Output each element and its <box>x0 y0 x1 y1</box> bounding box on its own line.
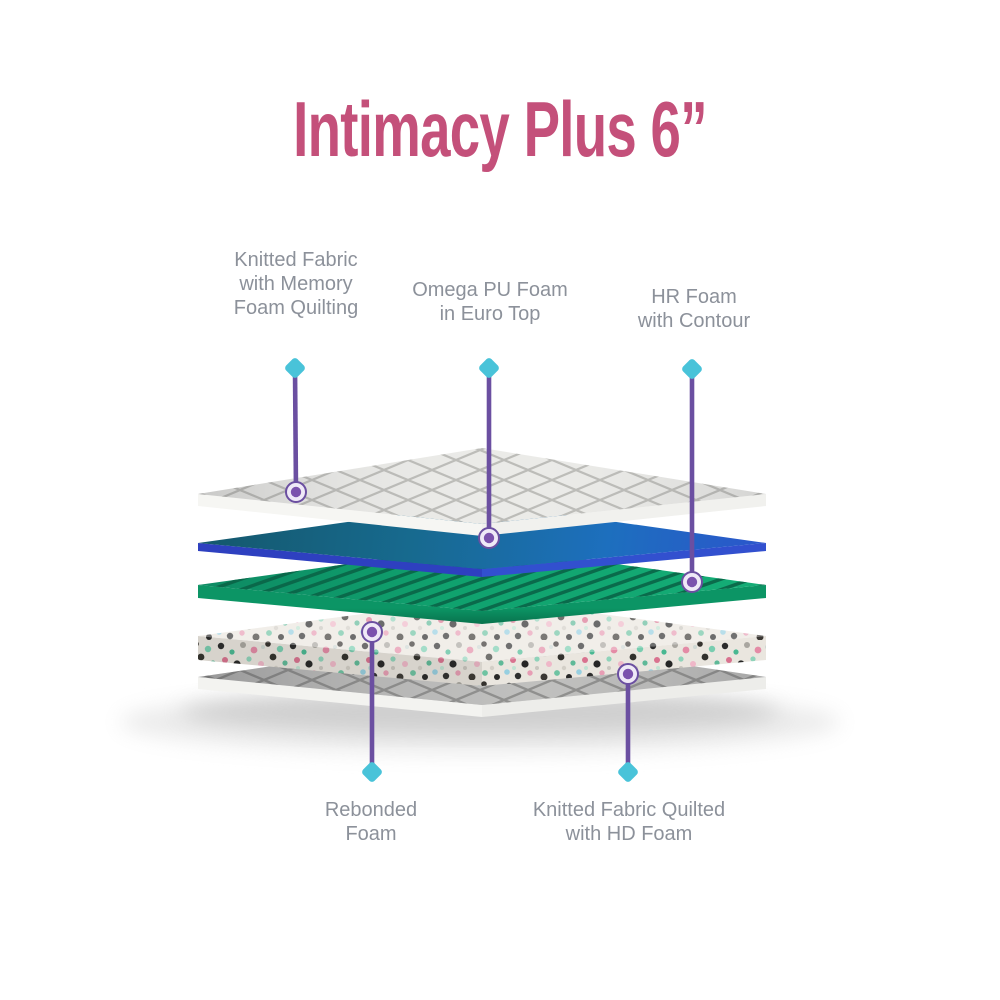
layer-edge <box>198 585 482 624</box>
label-knitted-fabric-hd-foam: Knitted Fabric Quilted with HD Foam <box>533 798 725 846</box>
layer-edge <box>482 494 766 536</box>
label-line: HR Foam <box>651 286 737 308</box>
layer-edge <box>198 494 482 536</box>
leader-line-knitted-top <box>292 367 299 493</box>
layer-rebonded-foam <box>198 598 766 686</box>
point-marker-icon <box>285 481 307 503</box>
layer-edge <box>482 585 766 624</box>
layer-surface-haze <box>198 598 766 662</box>
label-omega-pu-foam: Omega PU Foam in Euro Top <box>412 278 568 326</box>
leader-lines <box>292 367 695 772</box>
diamond-marker-icon <box>682 359 702 379</box>
layer-edge <box>482 636 766 686</box>
layer-point-markers <box>285 481 703 685</box>
label-line: Omega PU Foam <box>412 279 568 301</box>
label-hr-foam-contour: HR Foam with Contour <box>638 285 750 333</box>
page-title: Intimacy Plus 6” <box>293 85 707 173</box>
label-end-markers <box>285 358 702 782</box>
label-line: Foam Quilting <box>233 297 359 319</box>
point-marker-icon <box>617 663 639 685</box>
label-line: Knitted Fabric <box>234 249 358 271</box>
layer-knitted-fabric-memory-foam <box>198 448 766 536</box>
diamond-marker-icon <box>362 762 382 782</box>
label-line: with Memory <box>239 273 353 295</box>
label-line: with Contour <box>637 310 751 332</box>
label-line: Foam <box>345 823 397 845</box>
layer-shading <box>198 448 766 524</box>
layer-edge <box>198 636 482 686</box>
label-line: in Euro Top <box>439 303 541 325</box>
label-line: Knitted Fabric Quilted <box>532 799 726 821</box>
diamond-marker-icon <box>618 762 638 782</box>
layer-edge-shade <box>198 636 482 686</box>
point-marker-icon <box>361 621 383 643</box>
point-marker-icon <box>681 571 703 593</box>
layer-edge <box>482 543 766 577</box>
layer-edge <box>198 543 482 577</box>
layer-edge <box>482 677 766 717</box>
layer-surface <box>198 598 766 662</box>
point-marker-icon <box>478 527 500 549</box>
label-line: Rebonded <box>324 799 418 821</box>
diamond-marker-icon <box>285 358 305 378</box>
label-knitted-fabric-memory-foam: Knitted Fabric with Memory Foam Quilting <box>234 248 359 320</box>
label-rebonded-foam: Rebonded Foam <box>325 798 417 846</box>
diamond-marker-icon <box>479 358 499 378</box>
label-line: with HD Foam <box>565 823 693 845</box>
layer-edge <box>198 677 482 717</box>
